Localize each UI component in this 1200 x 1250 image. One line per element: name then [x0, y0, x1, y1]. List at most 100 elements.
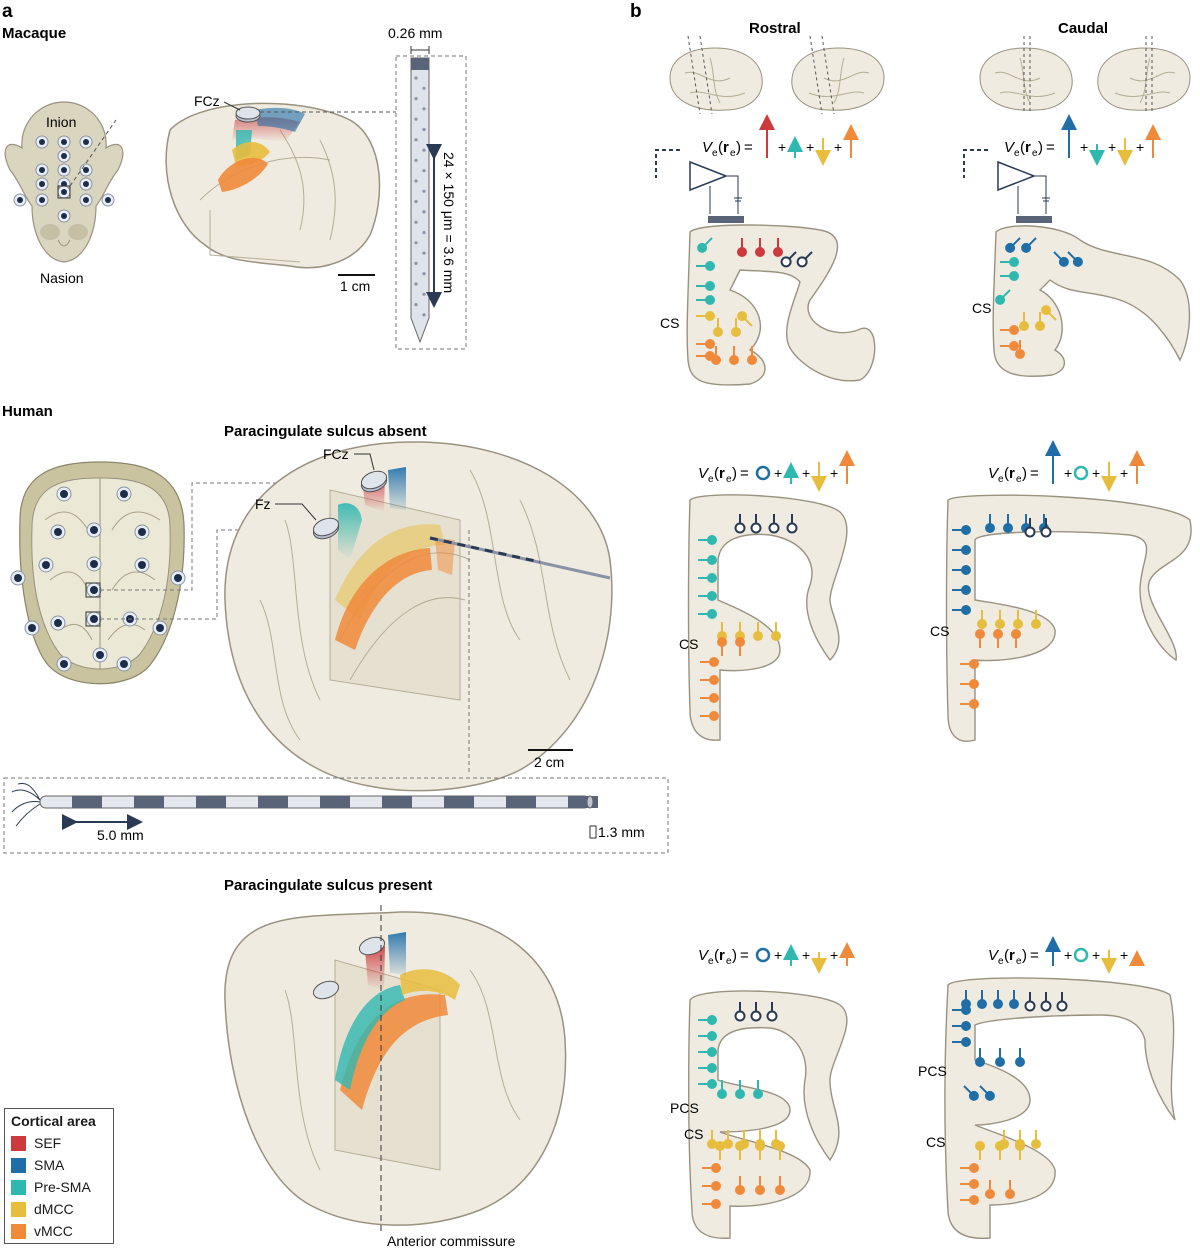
neuron	[709, 657, 719, 667]
neuron	[961, 1005, 971, 1015]
seeg-contact	[134, 796, 164, 808]
pcs-label: PCS	[918, 1063, 947, 1079]
human-fcz-label: FCz	[323, 446, 349, 462]
neuron	[707, 535, 717, 545]
scalp-electrode	[1016, 216, 1052, 223]
cs-label: CS	[660, 315, 679, 331]
seeg-contact	[258, 796, 288, 808]
pcs-label: PCS	[670, 1100, 699, 1116]
svg-text:e: e	[1016, 474, 1022, 485]
probe-contact	[414, 200, 418, 204]
human-title: Human	[2, 403, 53, 420]
neuron	[995, 619, 1005, 629]
neuron	[697, 242, 708, 253]
svg-text:): )	[1038, 139, 1043, 156]
probe-contact	[422, 313, 426, 317]
probe-contact	[414, 303, 418, 307]
eq-r: r	[723, 139, 729, 156]
neuron	[773, 247, 783, 257]
eq-plus: +	[1092, 465, 1100, 481]
neuron	[717, 637, 727, 647]
eq-plus: +	[1080, 139, 1088, 155]
neuron	[734, 1010, 746, 1022]
neuron	[775, 1185, 785, 1195]
eq-plus: +	[1108, 139, 1116, 155]
legend-item: SMA	[11, 1154, 107, 1176]
neuron	[711, 355, 721, 365]
neuron	[707, 609, 717, 619]
eq-plus: +	[1092, 947, 1100, 963]
neuron	[968, 1090, 979, 1101]
svg-text:(: (	[718, 139, 723, 156]
neuron	[750, 522, 762, 534]
probe-contact	[422, 127, 426, 132]
neuron	[753, 1089, 763, 1099]
neuron	[993, 629, 1003, 639]
neuron	[975, 629, 985, 639]
human-brain-absent	[224, 441, 613, 792]
neuron	[707, 1015, 717, 1025]
probe-width-label: 0.26 mm	[388, 25, 442, 41]
neuron	[709, 693, 719, 703]
svg-text:(: (	[714, 465, 719, 482]
eq-equals: =	[740, 465, 749, 482]
legend-swatch	[11, 1201, 26, 1217]
neuron	[995, 1057, 1005, 1067]
eq-r: r	[1009, 947, 1015, 964]
probe-contact	[414, 97, 418, 101]
neuron	[713, 327, 723, 337]
neuron	[969, 1163, 979, 1173]
neuron	[969, 699, 979, 709]
eq-plus: +	[830, 465, 838, 481]
neuron	[711, 1181, 721, 1191]
brain-thumbnail	[1097, 47, 1191, 111]
neuron	[705, 339, 715, 349]
col-caudal: Caudal	[1058, 20, 1108, 37]
neuron	[715, 1141, 725, 1151]
probe-contact	[422, 292, 426, 296]
brain-thumbnail	[669, 47, 763, 111]
neuron	[1005, 1189, 1015, 1199]
eq-r: r	[719, 947, 725, 964]
cs-label: CS	[926, 1134, 945, 1150]
neuron	[731, 327, 741, 337]
commissure-label: Anterior commissure	[387, 1233, 516, 1249]
eq-sub: e	[708, 956, 714, 967]
neuron	[961, 585, 971, 595]
eq-plus: +	[1120, 465, 1128, 481]
macaque-title: Macaque	[2, 25, 66, 42]
human-fz-electrode	[312, 517, 340, 540]
legend-title: Cortical area	[11, 1113, 96, 1129]
cortical-section	[992, 225, 1191, 377]
neuron	[1015, 1141, 1025, 1151]
neuron	[705, 281, 715, 291]
neuron	[1040, 526, 1052, 538]
eq-r: r	[1009, 465, 1015, 482]
neuron	[735, 1141, 745, 1151]
eq-sub: e	[1014, 148, 1020, 159]
amplifier	[963, 149, 1052, 223]
eq-plus: +	[1136, 139, 1144, 155]
probe-contact	[414, 261, 418, 265]
neuron	[755, 1141, 765, 1151]
neuron	[786, 522, 798, 534]
seeg-diameter-label: 1.3 mm	[598, 824, 645, 840]
neuron	[707, 555, 717, 565]
neuron	[709, 675, 719, 685]
eq-v: V	[698, 465, 710, 482]
neuron	[969, 1179, 979, 1189]
eq-plus: +	[1064, 947, 1072, 963]
human-brain-present	[224, 911, 567, 1226]
cs-label: CS	[930, 623, 949, 639]
neuron	[969, 1195, 979, 1205]
neuron	[750, 1010, 762, 1022]
human-scale-label: 2 cm	[534, 754, 564, 770]
present-title: Paracingulate sulcus present	[224, 877, 432, 894]
inion-label: Inion	[46, 114, 76, 130]
cs-label: CS	[972, 300, 991, 316]
neuron	[1041, 305, 1052, 316]
brain-thumbnails	[669, 35, 1191, 115]
